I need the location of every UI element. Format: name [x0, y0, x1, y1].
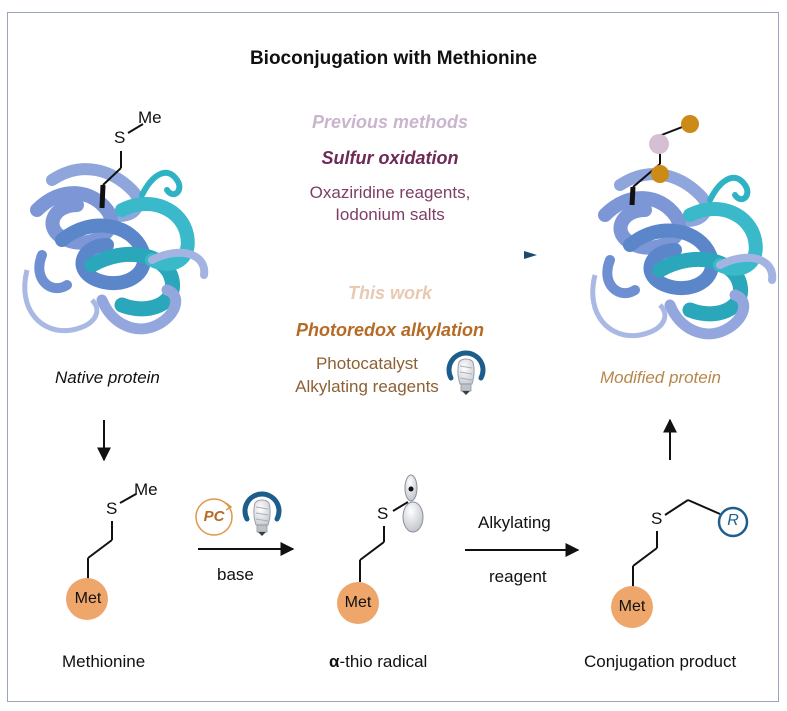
radical-sulfur-label: S [377, 504, 389, 523]
previous-reagent-line2: Iodonium salts [335, 205, 445, 224]
oxygen-bead-lower [651, 165, 669, 183]
oxygen-bead-upper [681, 115, 699, 133]
this-work-reagent-line2: Alkylating reagents [295, 377, 439, 396]
native-methyl-label: Me [138, 108, 162, 127]
light-bulb-icon-reaction [245, 494, 279, 536]
conjugation-product-label: Conjugation product [584, 652, 737, 671]
figure-frame [7, 12, 779, 702]
alpha-thio-radical-label: α-thio radical [329, 652, 427, 672]
met-label-methionine: Met [74, 590, 102, 607]
photoredox-alkylation-label: Photoredox alkylation [295, 320, 485, 340]
native-protein-graphic [17, 169, 207, 331]
previous-reagent-line1: Oxaziridine reagents, [309, 183, 471, 202]
previous-methods-heading: Previous methods [311, 112, 469, 132]
methionine-label: Methionine [62, 652, 146, 671]
r-group-label: R [727, 512, 739, 529]
product-sulfur-label: S [651, 509, 663, 528]
met-bead-product [611, 586, 653, 628]
radical-structure [359, 501, 409, 582]
radical-suffix: -thio radical [339, 652, 428, 671]
p-orbital-lobes [402, 474, 424, 533]
photocatalyst-icon [195, 498, 233, 536]
sulfur-oxidation-label: Sulfur oxidation [321, 148, 459, 168]
native-protein-label: Native protein [55, 368, 160, 387]
met-label-radical: Met [344, 594, 372, 611]
pc-label: PC [203, 508, 225, 525]
sulfur-bead [649, 134, 669, 154]
native-met-side-chain [99, 123, 144, 209]
this-work-heading: This work [347, 283, 432, 303]
methionine-sulfur-label: S [106, 499, 118, 518]
figure-title: Bioconjugation with Methionine [249, 48, 538, 69]
modified-protein-label: Modified protein [600, 368, 721, 387]
met-label-product: Met [618, 598, 646, 615]
met-bead-radical [337, 582, 379, 624]
alkylating-label: Alkylating [478, 513, 551, 532]
this-work-reagent-line1: Photocatalyst [315, 354, 419, 373]
modified-protein-graphic [585, 174, 775, 336]
methionine-structure [87, 493, 137, 582]
product-structure [632, 499, 721, 588]
reagent-label: reagent [489, 567, 547, 586]
met-bead-methionine [66, 578, 108, 620]
native-sulfur-label: S [114, 128, 126, 147]
base-label: base [217, 565, 254, 584]
methionine-methyl-label: Me [134, 480, 158, 499]
main-reaction-arrow [238, 251, 537, 259]
r-group-ring [717, 506, 749, 538]
alpha-symbol: α [329, 652, 340, 671]
